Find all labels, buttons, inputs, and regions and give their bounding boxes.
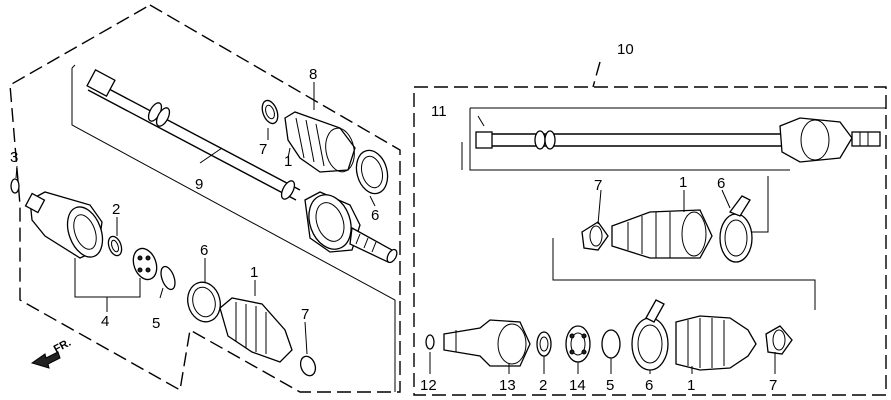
callout-1-right-mid: 1 [679, 174, 687, 191]
circlip-right [425, 334, 435, 350]
callout-2-right: 2 [539, 377, 547, 394]
clamp-lower-small [299, 355, 317, 377]
callout-5-right: 5 [606, 377, 614, 394]
snap-ring-left [107, 235, 123, 257]
axle-shaft-right [475, 117, 881, 163]
callout-2-left: 2 [112, 201, 120, 218]
callout-1-right-low: 1 [687, 377, 695, 394]
snap-ring-right [536, 331, 552, 357]
bearing-right [565, 325, 591, 363]
right-assembly: 10 11 7 1 6 12 13 2 14 5 6 1 7 [413, 41, 887, 396]
clamp-lower-large [187, 281, 221, 323]
snap-ring-5-left [160, 265, 176, 291]
boot-upper [284, 111, 356, 173]
callout-1-lower: 1 [250, 264, 258, 281]
front-direction-arrow: FR. [30, 337, 73, 369]
callout-4: 4 [101, 313, 109, 330]
boot-right-low [675, 315, 757, 371]
callout-10: 10 [617, 41, 634, 58]
left-inner-frame [71, 68, 396, 392]
callout-5-left: 5 [152, 315, 160, 332]
left-assembly: FR. 8 7 1 9 6 3 2 4 5 6 1 7 [9, 4, 401, 393]
left-frame [9, 4, 401, 393]
callout-14: 14 [569, 377, 586, 394]
callout-11: 11 [431, 103, 447, 120]
callout-7-right-mid: 7 [594, 177, 602, 194]
outer-cv-joint [304, 191, 398, 264]
front-direction-label: FR. [52, 337, 73, 356]
snap-ring-5-right [601, 329, 621, 359]
clamp-right-large-low [631, 299, 669, 371]
callout-13: 13 [499, 377, 516, 394]
callout-7-lower: 7 [301, 306, 309, 323]
inboard-joint-housing [24, 191, 104, 259]
callout-1-upper: 1 [284, 153, 292, 170]
clamp-right-small-low [765, 325, 793, 355]
clamp-upper-small [261, 99, 279, 125]
callout-7-right-low: 7 [769, 377, 777, 394]
callout-9: 9 [195, 176, 203, 193]
callout-8: 8 [309, 66, 317, 83]
clamp-upper-large [355, 149, 389, 195]
callout-7-upper: 7 [259, 141, 267, 158]
callout-6-upper: 6 [371, 207, 379, 224]
boot-right-mid [611, 209, 713, 259]
clamp-right-small-mid [581, 221, 609, 251]
bearing-cage [132, 247, 158, 281]
callout-6-lower: 6 [200, 242, 208, 259]
boot-lower [219, 297, 293, 363]
clamp-right-large-mid [719, 195, 753, 263]
right-frame [413, 86, 887, 396]
callout-6-right-mid: 6 [717, 175, 725, 192]
callout-3: 3 [10, 149, 18, 166]
axle-shaft [86, 69, 301, 201]
inboard-joint-right [443, 319, 531, 367]
callout-6-right-low: 6 [645, 377, 653, 394]
circlip [10, 178, 20, 194]
callout-12: 12 [420, 377, 437, 394]
